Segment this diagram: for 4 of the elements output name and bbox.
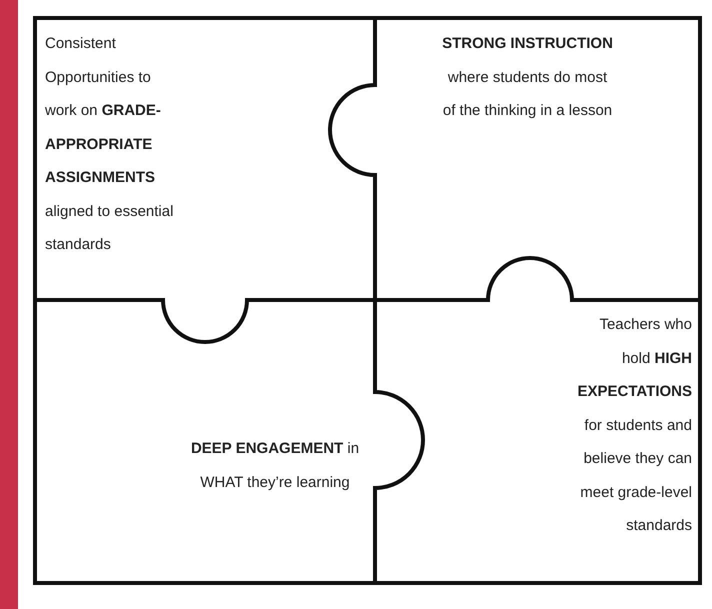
piece-text: Consistent Opportunities to work on GRADE-APPROPRIATE ASSIGNMENTS aligned to essential standards — [45, 34, 174, 255]
piece-text: DEEP ENGAGEMENT in WHAT they’re learning — [190, 439, 360, 492]
piece-text: Teachers who hold HIGH EXPECTATIONS for students and believe they can meet grade-level standards — [576, 315, 692, 536]
piece-text: STRONG INSTRUCTION where students do most of the thinking in a lesson — [441, 34, 614, 121]
